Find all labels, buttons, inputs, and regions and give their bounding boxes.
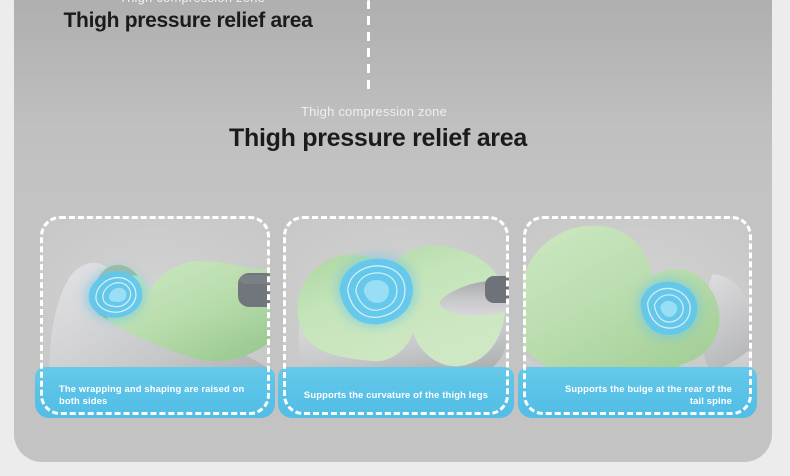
feature-panel-tail-spine: Supports the bulge at the rear of the ta… <box>518 216 757 418</box>
cushion-handle <box>485 276 509 303</box>
caption-bar: Supports the curvature of the thigh legs <box>278 367 514 418</box>
caption-bar: The wrapping and shaping are raised on b… <box>35 367 275 418</box>
previous-section-heading: Thigh pressure relief area <box>63 9 313 32</box>
caption-bar: Supports the bulge at the rear of the ta… <box>518 367 757 418</box>
caption-text: Supports the curvature of the thigh legs <box>303 388 489 400</box>
feature-panel-thigh-curvature: Supports the curvature of the thigh legs <box>278 216 514 418</box>
feature-panel-side-wrap: The wrapping and shaping are raised on b… <box>35 216 275 418</box>
dashed-connector-line <box>367 0 370 93</box>
section-heading: Thigh pressure relief area <box>229 124 527 152</box>
caption-text: Supports the bulge at the rear of the ta… <box>564 382 732 406</box>
previous-section-label: Thigh compression zone <box>119 0 265 5</box>
caption-text: The wrapping and shaping are raised on b… <box>59 382 245 406</box>
section-label: Thigh compression zone <box>300 104 448 119</box>
